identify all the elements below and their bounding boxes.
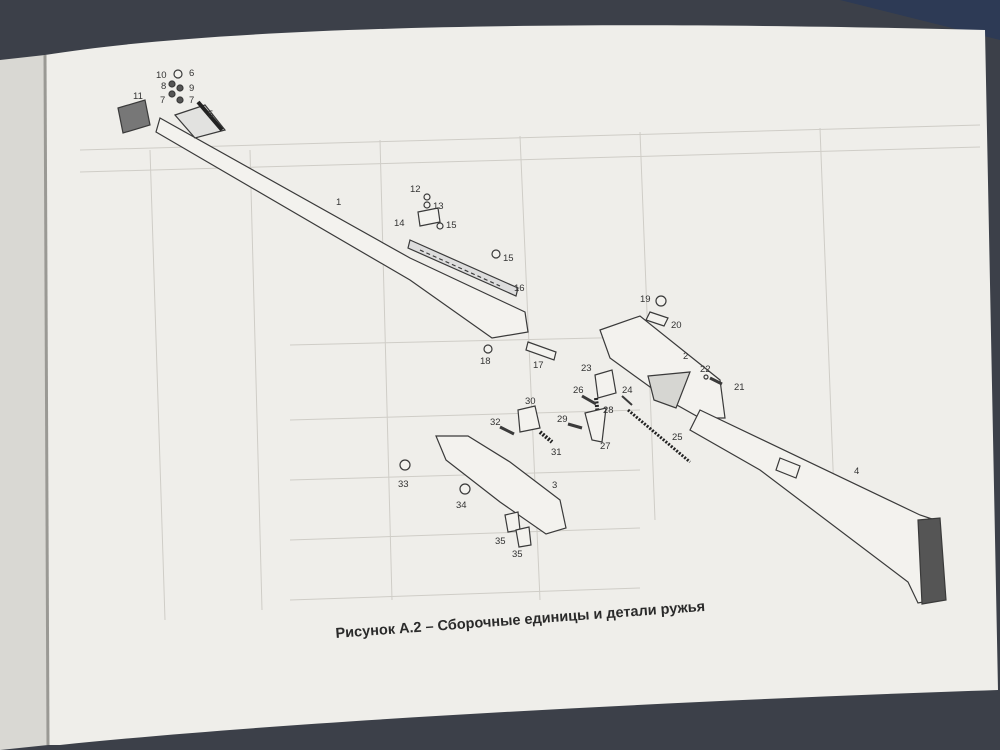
exploded-diagram: [117, 69, 947, 605]
part-8: [168, 80, 176, 88]
muzzle-cap: [117, 99, 151, 134]
pin-22: [703, 374, 709, 380]
callout-3: 3: [552, 480, 557, 491]
front-sight: [173, 104, 227, 139]
callout-12: 12: [410, 184, 421, 195]
callout-24: 24: [622, 385, 633, 396]
pin-21: [709, 376, 723, 386]
callouts: 1 2 3 4 5 6 7 7 8 9 10 11 12 13 14 15 15…: [133, 68, 859, 560]
callout-22: 22: [700, 364, 711, 375]
callout-9: 9: [189, 83, 194, 94]
screw-12: [423, 193, 431, 201]
rod-24: [621, 395, 633, 406]
part-6: [173, 69, 183, 79]
callout-26: 26: [573, 385, 584, 396]
callout-11: 11: [133, 91, 143, 102]
sear-30: [517, 405, 541, 433]
pin-26: [581, 394, 597, 406]
part-7a: [168, 90, 176, 98]
callout-15b: 15: [503, 253, 514, 264]
callout-23: 23: [581, 363, 592, 374]
screw-35b: [515, 526, 532, 548]
book-spine: [43, 54, 50, 746]
callout-14: 14: [394, 218, 405, 229]
pin-32: [499, 425, 515, 436]
callout-31: 31: [551, 447, 562, 458]
callout-20: 20: [671, 320, 682, 331]
barrel-assembly: [155, 117, 529, 339]
forend: [435, 435, 567, 535]
pin-20: [645, 311, 669, 327]
mount-clamp: [417, 207, 441, 227]
spring-31: [538, 430, 554, 444]
spring-25: [627, 408, 691, 464]
callout-17: 17: [533, 360, 544, 371]
screw-33: [399, 459, 411, 471]
screw-18: [483, 344, 493, 354]
callout-1: 1: [336, 197, 341, 208]
callout-5: 5: [208, 109, 213, 120]
rail-slots: [419, 249, 501, 287]
part-9: [176, 84, 184, 92]
callout-33: 33: [398, 479, 409, 490]
callout-21: 21: [734, 382, 745, 393]
part-7b: [176, 96, 184, 104]
stock-slot: [775, 457, 801, 479]
callout-27: 27: [600, 441, 611, 452]
callout-32: 32: [490, 417, 501, 428]
callout-35b: 35: [512, 549, 523, 560]
callout-34: 34: [456, 500, 467, 511]
stock: [689, 409, 946, 604]
callout-10: 10: [156, 70, 167, 81]
callout-4: 4: [854, 466, 859, 477]
trigger-guard: [647, 371, 691, 409]
trigger-27: [584, 407, 607, 443]
button-19: [655, 295, 667, 307]
callout-29: 29: [557, 414, 568, 425]
callout-13: 13: [433, 201, 444, 212]
pin-29: [567, 422, 583, 430]
fiber-rod: [196, 100, 224, 132]
callout-7a: 7: [160, 95, 165, 106]
callout-28: 28: [603, 405, 614, 416]
nut-13: [423, 201, 431, 209]
left-page: [0, 55, 48, 750]
callout-2: 2: [683, 351, 688, 362]
latch-17: [525, 341, 557, 361]
callout-30: 30: [525, 396, 536, 407]
screw-15b: [491, 249, 501, 259]
screw-34: [459, 483, 471, 495]
callout-19: 19: [640, 294, 651, 305]
callout-35a: 35: [495, 536, 506, 547]
callout-25: 25: [672, 432, 683, 443]
callout-7b: 7: [189, 95, 194, 106]
callout-6: 6: [189, 68, 194, 79]
hammer-23: [594, 369, 617, 399]
screw-15a: [436, 222, 444, 230]
callout-16: 16: [514, 283, 525, 294]
callout-18: 18: [480, 356, 491, 367]
callout-8: 8: [161, 81, 166, 92]
buttpad: [917, 517, 947, 605]
callout-15a: 15: [446, 220, 457, 231]
